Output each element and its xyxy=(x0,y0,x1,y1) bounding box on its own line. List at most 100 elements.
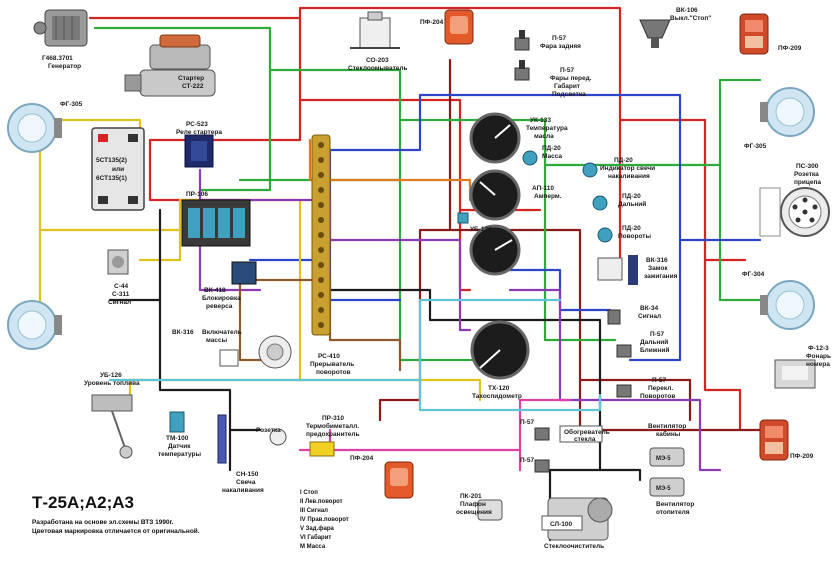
me5-b-label: МЭ-5 xyxy=(656,486,671,492)
rs410-interrupter xyxy=(258,335,292,369)
p57-turn-switch xyxy=(616,384,632,398)
pf209-bottom-label: ПФ-209 xyxy=(790,453,814,460)
pk201-dome-lamp xyxy=(477,499,503,521)
vk418-switch xyxy=(231,261,257,285)
vk106-switch xyxy=(639,19,671,48)
washer-symbol xyxy=(350,11,400,49)
components xyxy=(7,9,830,541)
pf204-top-lamp xyxy=(444,9,474,45)
fg305-right-label: ФГ-305 xyxy=(744,143,767,150)
wire-green-2 xyxy=(543,78,772,302)
wire-blue xyxy=(248,93,762,362)
ub126-small-lamp xyxy=(457,212,469,224)
wire-cyan xyxy=(108,298,602,412)
left-bottom-headlight xyxy=(7,300,62,350)
diagram-note: Разработана на основе эл.схемы ВТЗ 1990г… xyxy=(32,518,200,535)
ap110-gauge xyxy=(469,169,521,221)
fuel-level-sensor xyxy=(91,394,133,459)
horn-symbol xyxy=(107,249,129,275)
wire-red-main xyxy=(88,6,622,292)
generator-symbol xyxy=(33,9,88,47)
wire-blue-2 xyxy=(328,258,612,312)
pd20-glow-lamp xyxy=(582,162,598,178)
p57-heater-label: П-57 xyxy=(520,419,534,426)
fg304-label: ФГ-304 xyxy=(742,271,765,278)
me5-fan-heat xyxy=(649,477,685,497)
socket-label: Розетка xyxy=(256,427,281,434)
pf209-bottom-lamp xyxy=(759,419,789,461)
pf204-bottom-lamp xyxy=(384,461,414,499)
wire-yellow xyxy=(38,118,302,322)
fg305-right-headlight xyxy=(760,87,815,137)
p57-heater-switch xyxy=(534,427,550,441)
p57-front-switch xyxy=(514,60,530,81)
pr106-fuse-block xyxy=(181,199,251,247)
tx120-tachometer xyxy=(470,320,530,380)
pr310-fuse xyxy=(309,441,335,457)
heater-unit xyxy=(559,425,603,443)
pf209-top-label: ПФ-209 xyxy=(778,45,802,52)
plate-lamp xyxy=(774,359,816,389)
p57-mid-switch xyxy=(534,459,550,473)
pf204-bottom-label: ПФ-204 xyxy=(350,455,374,462)
socket-symbol xyxy=(269,428,287,446)
pf204-top-label: ПФ-204 xyxy=(420,19,444,26)
wire-legend: I Стоп II Лев.поворот III Сигнал IV Прав… xyxy=(300,490,350,550)
pd20-turn-lamp xyxy=(597,227,613,243)
pr106-label: ПР-106 xyxy=(186,191,208,198)
wire-purple-2 xyxy=(508,288,722,472)
pd20-far-lamp xyxy=(592,195,608,211)
ignition-switch xyxy=(597,255,638,285)
sl100-wiper xyxy=(541,497,613,541)
battery-symbol xyxy=(91,127,145,211)
wire-purple xyxy=(198,168,472,332)
fuel-gauge xyxy=(469,224,521,276)
vk316-mass-switch xyxy=(219,349,239,367)
terminal-strip xyxy=(311,134,331,336)
me5-a-label: МЭ-5 xyxy=(656,456,671,462)
starter-symbol xyxy=(124,34,216,97)
fg305-left-headlight xyxy=(7,103,62,153)
vk34-switch xyxy=(607,309,621,325)
p57-low-switch xyxy=(616,344,632,358)
p57-mid-label: П-57 xyxy=(520,457,534,464)
fg305-left-label: ФГ-305 xyxy=(60,101,83,108)
wire-black xyxy=(108,208,602,472)
sn150-glow-plug xyxy=(217,414,227,464)
rs523-relay xyxy=(184,134,214,168)
pf209-top-lamp xyxy=(739,13,769,55)
